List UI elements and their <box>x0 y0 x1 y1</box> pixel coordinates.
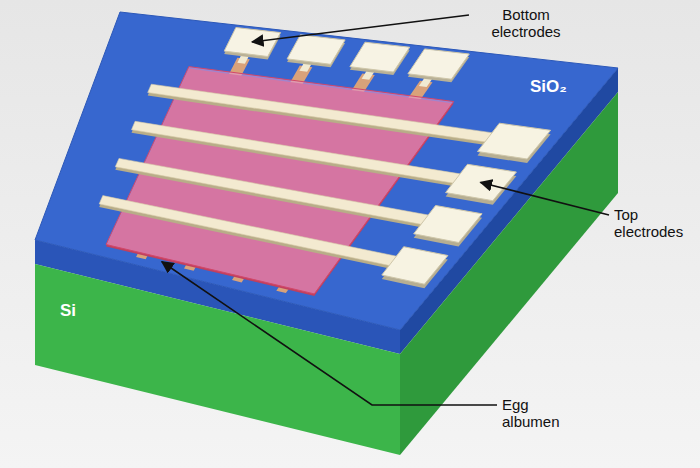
top-electrode-pad <box>414 206 482 243</box>
part-label: Egg albumen <box>502 396 582 430</box>
part-label: Bottom electrodes <box>474 6 578 40</box>
layer-label: Si <box>60 302 76 319</box>
layer-label: SiO₂ <box>530 78 567 95</box>
top-electrode-bar <box>99 196 400 267</box>
part-label: Top electrodes <box>614 206 694 240</box>
bottom-electrode-pad <box>408 49 469 79</box>
leader-line <box>481 182 609 215</box>
albumen-layer <box>106 67 454 294</box>
leader-line <box>252 15 469 42</box>
oxide-top-face <box>35 12 618 330</box>
top-electrode-pad <box>382 247 448 285</box>
top-electrode-pad <box>478 123 551 159</box>
leader-line <box>162 262 497 405</box>
bottom-electrode-pad <box>350 42 410 72</box>
bottom-electrode-pad <box>287 35 345 65</box>
